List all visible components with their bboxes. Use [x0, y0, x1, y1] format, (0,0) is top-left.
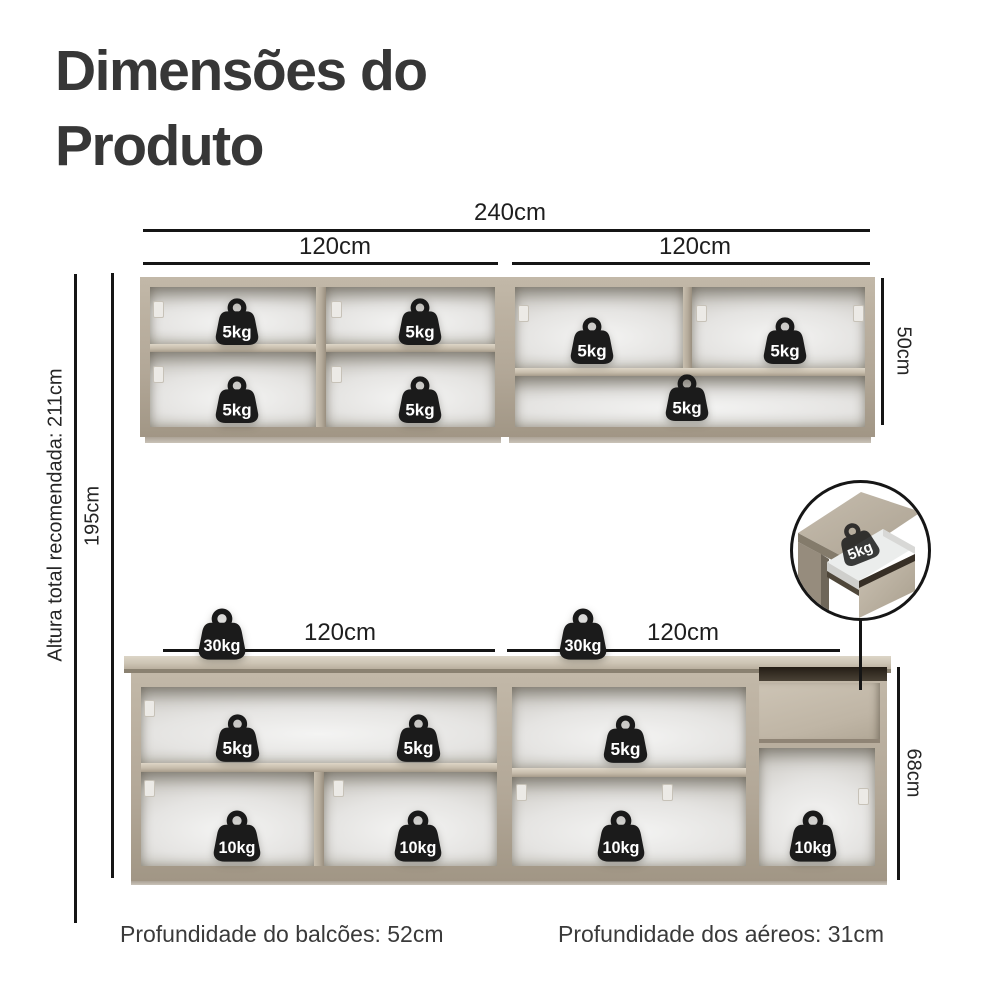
base-left-divider [314, 772, 324, 866]
dimension-label-lower-height: 68cm [902, 748, 925, 798]
dimension-line-recommended-height [74, 274, 77, 923]
page-title-line2: Produto [55, 114, 264, 179]
base-left-shelf [141, 763, 497, 772]
svg-text:10kg: 10kg [795, 839, 832, 857]
drawer-front [759, 683, 880, 743]
svg-text:10kg: 10kg [603, 839, 640, 857]
weight-icon-5kg: 5kg [391, 297, 449, 354]
dimension-label-cabinet-height: 195cm [81, 485, 104, 547]
svg-text:5kg: 5kg [770, 341, 799, 360]
dimension-label-recommended-height: Altura total recomendada: 211cm [44, 368, 67, 662]
drawer-left-wall [827, 562, 859, 590]
weight-icon-10kg: 10kg [205, 809, 269, 871]
dimension-label-lower-left-width: 120cm [303, 619, 377, 646]
weight-icon-5kg-detail: 5kg [841, 523, 880, 567]
page-title-line1: Dimensões do [55, 39, 428, 103]
counter-slab-top [798, 492, 921, 560]
weight-icon-10kg: 10kg [386, 809, 450, 871]
svg-text:5kg: 5kg [672, 398, 701, 417]
dimension-line-lower-right-width [507, 649, 840, 652]
hinge-tab [696, 305, 707, 322]
svg-text:10kg: 10kg [400, 839, 437, 857]
hinge-tab [858, 788, 869, 805]
hinge-tab [853, 305, 864, 322]
svg-text:5kg: 5kg [222, 400, 251, 419]
weight-icon-10kg: 10kg [589, 809, 653, 871]
upper-left-cabinet-divider [316, 287, 326, 427]
dimension-line-total-width [143, 229, 870, 232]
upper-right-cabinet-shelf [515, 368, 865, 376]
hinge-tab [331, 301, 342, 318]
weight-icon-5kg: 5kg [389, 713, 448, 771]
weight-icon-5kg: 5kg [208, 297, 266, 354]
hinge-tab [144, 780, 155, 797]
base-cabinet-base-shadow [131, 881, 887, 885]
svg-text:5kg: 5kg [577, 341, 606, 360]
svg-text:5kg: 5kg [403, 738, 433, 758]
dimension-label-upper-left-width: 120cm [298, 233, 372, 260]
svg-text:5kg: 5kg [610, 739, 640, 759]
hinge-tab [331, 366, 342, 383]
dimension-label-upper-right-width: 120cm [658, 233, 732, 260]
caption-uppers-depth: Profundidade dos aéreos: 31cm [558, 921, 885, 947]
weight-icon-5kg: 5kg [756, 316, 814, 373]
svg-text:10kg: 10kg [219, 839, 256, 857]
weight-icon-5kg: 5kg [391, 375, 449, 432]
weight-icon-5kg: 5kg [658, 373, 716, 430]
dimension-line-upper-height [881, 278, 884, 425]
dimension-label-total-width: 240cm [473, 199, 547, 226]
weight-icon-30kg: 30kg [551, 607, 615, 669]
drawer-rail [827, 571, 859, 596]
drawer-detail-callout: 5kg [790, 480, 931, 621]
hinge-tab [662, 784, 673, 801]
upper-right-cabinet-divider [683, 287, 692, 368]
svg-text:5kg: 5kg [222, 738, 252, 758]
hinge-tab [153, 301, 164, 318]
countertop [124, 656, 891, 673]
svg-text:30kg: 30kg [204, 637, 241, 655]
dimension-label-upper-height: 50cm [892, 326, 915, 376]
weight-icon-5kg: 5kg [596, 714, 655, 772]
dimension-label-lower-right-width: 120cm [646, 619, 720, 646]
weight-icon-30kg: 30kg [190, 607, 254, 669]
weight-icon-5kg: 5kg [208, 375, 266, 432]
hinge-tab [516, 784, 527, 801]
drawer-front-panel [859, 554, 915, 618]
hinge-tab [153, 366, 164, 383]
caption-counters-depth: Profundidade do balcões: 52cm [120, 921, 444, 947]
cabinet-side-panel [798, 542, 821, 618]
drawer-gap-shadow [759, 667, 887, 681]
upper-left-cabinet-base-shadow [145, 437, 501, 443]
open-drawer-illustration: 5kg [798, 492, 921, 618]
weight-icon-5kg: 5kg [208, 713, 267, 771]
svg-text:5kg: 5kg [405, 400, 434, 419]
weight-icon-5kg: 5kg [563, 316, 621, 373]
detail-pointer-line [859, 620, 862, 690]
dimension-line-lower-left-width [163, 649, 495, 652]
weight-icon-10kg: 10kg [781, 809, 845, 871]
dimension-line-cabinet-height [111, 273, 114, 878]
dimension-line-upper-left-width [143, 262, 498, 265]
drawer-front-edge [859, 554, 915, 588]
hinge-tab [518, 305, 529, 322]
hinge-tab [333, 780, 344, 797]
dimension-line-upper-right-width [512, 262, 870, 265]
svg-text:5kg: 5kg [405, 322, 434, 341]
page-title: Dimensões do Produto [55, 34, 428, 184]
svg-text:5kg: 5kg [222, 322, 251, 341]
svg-text:30kg: 30kg [565, 637, 602, 655]
base-right-shelf [512, 768, 746, 777]
drawer-back-wall [883, 529, 915, 554]
dimension-line-lower-height [897, 667, 900, 880]
hinge-tab [144, 700, 155, 717]
upper-right-cabinet-base-shadow [509, 437, 871, 443]
